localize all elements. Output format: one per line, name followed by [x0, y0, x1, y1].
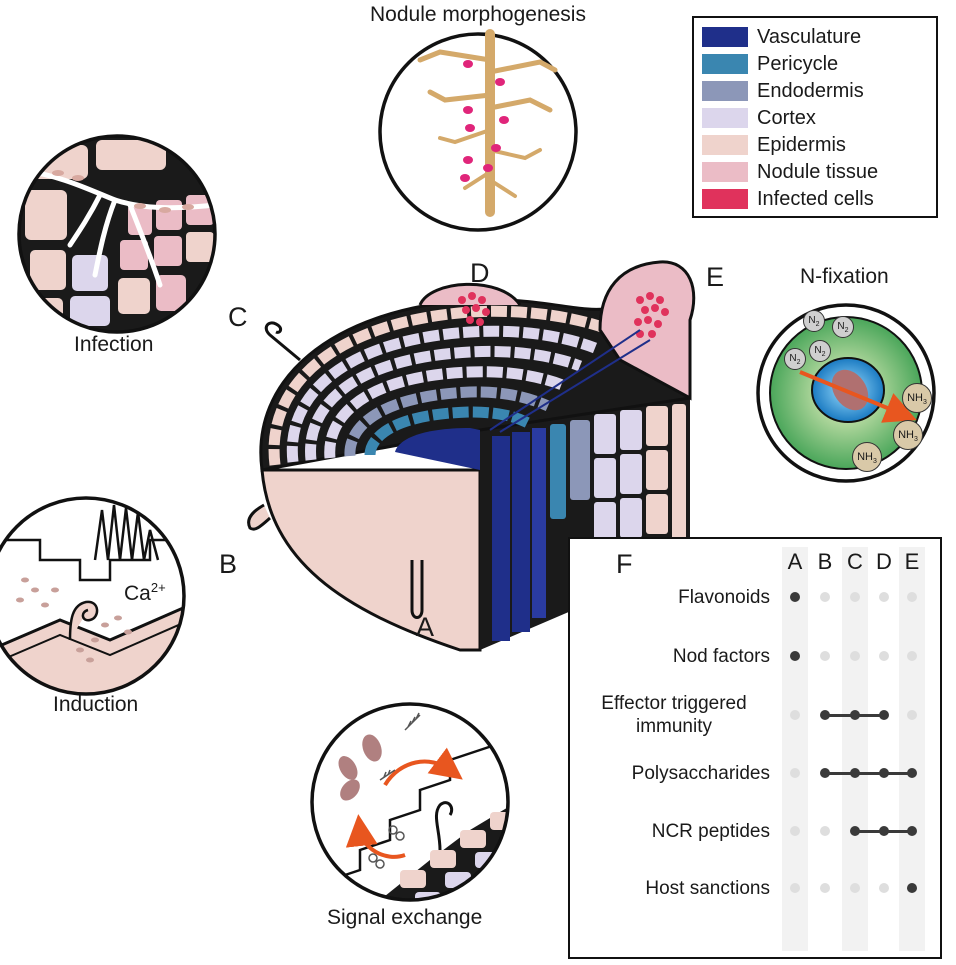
matrix-dot-active — [879, 826, 889, 836]
matrix-dot-inactive — [820, 592, 830, 602]
legend-swatch — [702, 81, 748, 101]
stage-letter-a: A — [416, 612, 435, 642]
signal-exchange-panel — [310, 702, 510, 902]
legend-swatch — [702, 54, 748, 74]
matrix-dot-inactive — [879, 651, 889, 661]
matrix-dot-active — [879, 710, 889, 720]
matrix-dot-inactive — [907, 592, 917, 602]
legend-swatch — [702, 189, 748, 209]
calcium-label: Ca2+ — [124, 580, 166, 605]
legend-item: Cortex — [702, 105, 816, 131]
matrix-connector — [825, 771, 912, 775]
legend-item: Epidermis — [702, 132, 846, 158]
matrix-column-header: A — [787, 549, 803, 574]
matrix-dot-inactive — [820, 826, 830, 836]
matrix-row-label: Nod factors — [672, 645, 770, 667]
morphogenesis-panel — [378, 29, 578, 232]
matrix-row-label: Flavonoids — [678, 586, 770, 608]
matrix-dot-active — [850, 768, 860, 778]
legend-item: Endodermis — [702, 78, 864, 104]
matrix-dot-active — [850, 710, 860, 720]
legend-label: Pericycle — [757, 52, 839, 75]
nodule-morphogenesis-label: Nodule morphogenesis — [370, 3, 586, 26]
legend-label: Vasculature — [757, 25, 862, 48]
matrix-dot-inactive — [790, 883, 800, 893]
infection-label: Infection — [74, 333, 154, 356]
stage-letter-e: E — [706, 262, 725, 292]
matrix-dot-active — [790, 592, 800, 602]
matrix-dot-active — [907, 768, 917, 778]
legend-label: Infected cells — [757, 187, 874, 210]
matrix-dot-active — [907, 826, 917, 836]
n2-molecule: N2 — [809, 340, 831, 362]
legend-label: Nodule tissue — [757, 160, 879, 183]
matrix-dot-inactive — [907, 651, 917, 661]
matrix-dot-inactive — [790, 826, 800, 836]
matrix-dot-inactive — [879, 592, 889, 602]
matrix-dot-active — [820, 768, 830, 778]
n2-molecule: N2 — [803, 310, 825, 332]
legend-item: Infected cells — [702, 186, 874, 212]
matrix-dot-inactive — [850, 651, 860, 661]
n2-molecule: N2 — [832, 316, 854, 338]
stage-letter-c: C — [228, 302, 248, 332]
nh3-molecule: NH3 — [893, 420, 923, 450]
induction-panel — [0, 496, 186, 696]
nh3-molecule: NH3 — [852, 442, 882, 472]
matrix-dot-active — [850, 826, 860, 836]
legend-label: Endodermis — [757, 79, 864, 102]
panel-letter-f: F — [616, 549, 633, 579]
matrix-dot-active — [790, 651, 800, 661]
matrix-dot-active — [820, 710, 830, 720]
legend-item: Nodule tissue — [702, 159, 878, 185]
matrix-dot-active — [907, 883, 917, 893]
infection-panel — [17, 134, 217, 334]
matrix-dot-inactive — [790, 768, 800, 778]
nodule-dots — [460, 60, 509, 182]
legend-swatch — [702, 27, 748, 47]
induction-label: Induction — [53, 693, 139, 716]
matrix-column-header: D — [876, 549, 892, 574]
matrix-column-header: E — [904, 549, 920, 574]
legend-label: Cortex — [757, 106, 816, 129]
signal-exchange-label: Signal exchange — [327, 906, 483, 929]
matrix-dot-inactive — [850, 883, 860, 893]
nh3-molecule: NH3 — [902, 383, 932, 413]
stage-letter-b: B — [219, 549, 238, 579]
matrix-row-label: Host sanctions — [645, 877, 770, 899]
n2-molecule: N2 — [784, 348, 806, 370]
legend-swatch — [702, 162, 748, 182]
legend-item: Vasculature — [702, 24, 861, 50]
matrix-row-label: Polysaccharides — [631, 762, 770, 784]
legend-swatch — [702, 108, 748, 128]
matrix-dot-active — [879, 768, 889, 778]
matrix-dot-inactive — [820, 883, 830, 893]
matrix-row-label: NCR peptides — [651, 820, 770, 842]
root-cross-section — [247, 260, 696, 652]
stage-letter-d: D — [470, 258, 490, 288]
matrix-dot-inactive — [790, 710, 800, 720]
legend-swatch — [702, 135, 748, 155]
legend-label: Epidermis — [757, 133, 846, 156]
n-fixation-label: N-fixation — [800, 265, 889, 288]
matrix-column-header: C — [847, 549, 863, 574]
legend-item: Pericycle — [702, 51, 838, 77]
matrix-dot-inactive — [850, 592, 860, 602]
matrix-dot-inactive — [879, 883, 889, 893]
matrix-column-header: B — [817, 549, 833, 574]
matrix-dot-inactive — [820, 651, 830, 661]
n-fixation-panel — [756, 303, 936, 483]
matrix-dot-inactive — [907, 710, 917, 720]
